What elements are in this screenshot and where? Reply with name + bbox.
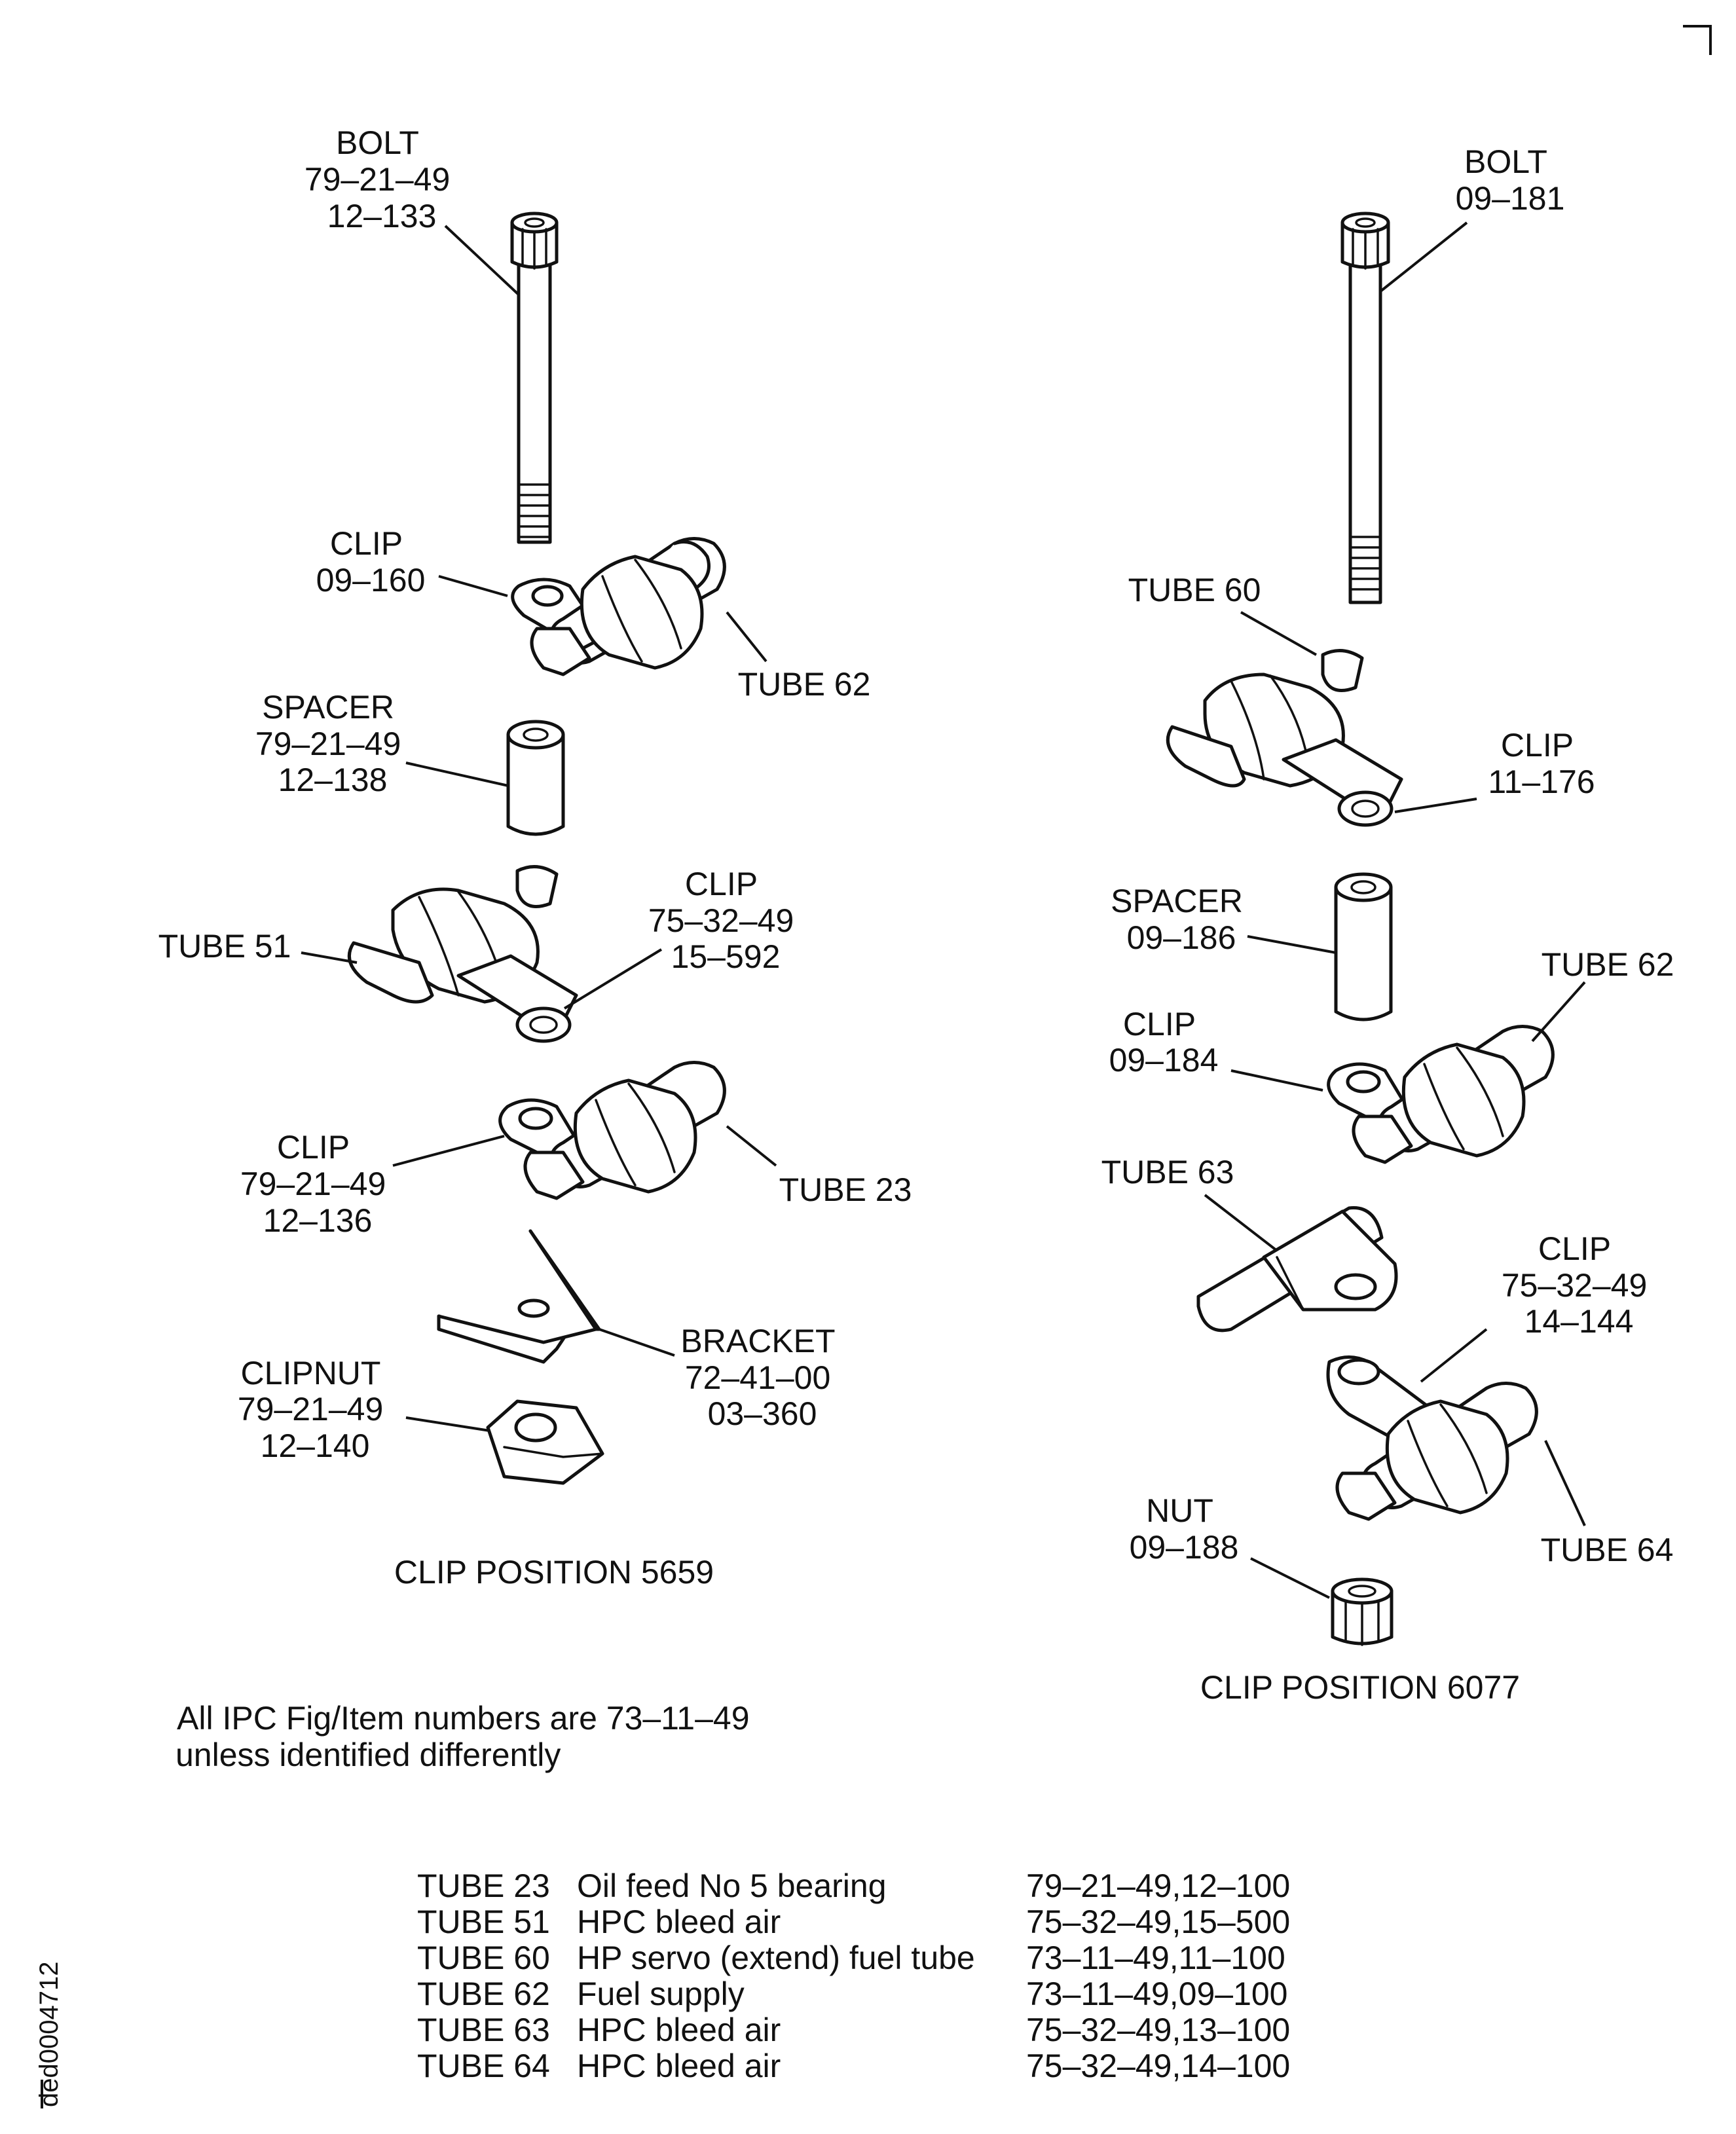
label-tube-51: TUBE 51 — [158, 928, 291, 965]
table-row: TUBE 64 HPC bleed air 75–32–49,14–100 — [417, 2048, 1290, 2084]
caption-clip-position-5659: CLIP POSITION 5659 — [394, 1554, 714, 1591]
drawing-reference: ded0004712 — [35, 1962, 64, 2107]
label-nut: NUT 09–188 — [1130, 1492, 1239, 1566]
table-cell-tube: TUBE 63 — [417, 2012, 550, 2048]
label-bracket: BRACKET 72–41–00 03–360 — [680, 1323, 843, 1432]
label-clip-75-32-49-15-592: CLIP 75–32–49 15–592 — [648, 866, 803, 975]
table-cell-ref: 73–11–49,09–100 — [1026, 1976, 1288, 2012]
table-cell-ref: 75–32–49,15–500 — [1026, 1904, 1290, 1940]
table-cell-desc: HPC bleed air — [577, 2048, 781, 2084]
table-cell-tube: TUBE 60 — [417, 1940, 550, 1976]
table-cell-desc: HPC bleed air — [577, 2012, 781, 2048]
table-row: TUBE 62 Fuel supply 73–11–49,09–100 — [417, 1976, 1288, 2012]
bolt-right-part — [1340, 212, 1390, 604]
caption-clip-position-6077: CLIP POSITION 6077 — [1200, 1669, 1520, 1706]
bolt-left-part — [510, 212, 559, 544]
spacer-right-part — [1334, 872, 1393, 1021]
label-clip-09-184: CLIP 09–184 — [1109, 1006, 1219, 1078]
table-cell-desc: Oil feed No 5 bearing — [577, 1867, 887, 1904]
label-clip-79-21-49-12-136: CLIP 79–21–49 12–136 — [240, 1129, 395, 1239]
table-row: TUBE 23 Oil feed No 5 bearing 79–21–49,1… — [417, 1867, 1290, 1904]
label-spacer-left: SPACER 79–21–49 12–138 — [255, 689, 410, 798]
tube-table: TUBE 23 Oil feed No 5 bearing 79–21–49,1… — [417, 1867, 1290, 2084]
label-clip-11-176: CLIP 11–176 — [1488, 727, 1595, 800]
label-bolt-left: BOLT 79–21–49 12–133 — [305, 124, 459, 234]
label-clip-75-32-49-14-144: CLIP 75–32–49 14–144 — [1502, 1230, 1656, 1340]
spacer-left-part — [506, 720, 565, 836]
nut-part — [1331, 1577, 1394, 1646]
table-cell-desc: Fuel supply — [577, 1976, 745, 2012]
label-clip-09-160: CLIP 09–160 — [316, 525, 426, 598]
bracket-part — [437, 1229, 601, 1364]
table-cell-desc: HPC bleed air — [577, 1904, 781, 1940]
table-cell-tube: TUBE 62 — [417, 1976, 550, 2012]
clip-75-32-49-15-592-part — [347, 865, 578, 1043]
label-spacer-right: SPACER 09–186 — [1111, 883, 1252, 956]
clipnut-part — [486, 1399, 604, 1485]
table-cell-tube: TUBE 64 — [417, 2048, 550, 2084]
part-labels: BOLT 79–21–49 12–133 CLIP 09–160 TUBE 62… — [158, 124, 1674, 1568]
table-cell-desc: HP servo (extend) fuel tube — [577, 1940, 975, 1976]
clip-79-21-49-12-136-part — [498, 1061, 726, 1200]
table-cell-ref: 75–32–49,13–100 — [1026, 2012, 1290, 2048]
clip-11-176-part — [1166, 649, 1403, 827]
crop-mark-top-right — [1683, 25, 1712, 55]
label-tube-64: TUBE 64 — [1541, 1532, 1674, 1568]
table-cell-ref: 79–21–49,12–100 — [1026, 1867, 1290, 1904]
table-cell-tube: TUBE 51 — [417, 1904, 550, 1940]
label-tube-63: TUBE 63 — [1101, 1154, 1234, 1190]
table-row: TUBE 51 HPC bleed air 75–32–49,15–500 — [417, 1904, 1290, 1940]
leader-lines-left — [301, 225, 777, 1432]
leader-lines-right — [1204, 221, 1586, 1599]
label-tube-62-right: TUBE 62 — [1542, 946, 1674, 983]
label-bolt-right: BOLT 09–181 — [1456, 143, 1565, 217]
table-cell-ref: 75–32–49,14–100 — [1026, 2048, 1290, 2084]
table-cell-ref: 73–11–49,11–100 — [1026, 1940, 1285, 1976]
label-tube-60: TUBE 60 — [1128, 572, 1261, 608]
label-tube-23: TUBE 23 — [779, 1171, 912, 1208]
clip-09-160-part — [511, 537, 726, 676]
table-row: TUBE 60 HP servo (extend) fuel tube 73–1… — [417, 1940, 1285, 1976]
table-row: TUBE 63 HPC bleed air 75–32–49,13–100 — [417, 2012, 1290, 2048]
fig-item-note: All IPC Fig/Item numbers are 73–11–49 un… — [175, 1700, 758, 1773]
clip-75-32-49-14-144-part — [1326, 1355, 1538, 1521]
clip-09-184-part — [1327, 1025, 1555, 1164]
table-cell-tube: TUBE 23 — [417, 1867, 550, 1904]
label-clipnut: CLIPNUT 79–21–49 12–140 — [238, 1355, 392, 1464]
label-tube-62-left: TUBE 62 — [738, 666, 871, 703]
tube-63-part — [1196, 1206, 1398, 1333]
